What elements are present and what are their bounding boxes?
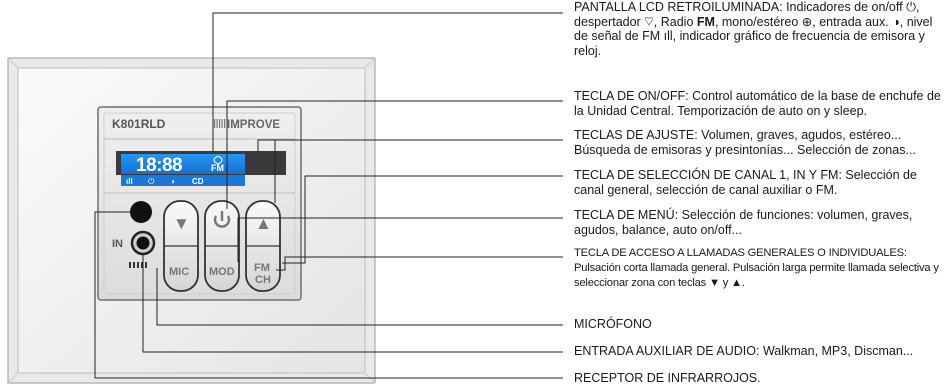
callout-ir-title: RECEPTOR DE INFRARROJOS (574, 371, 758, 385)
callout-adjust: TECLAS DE AJUSTE: Volumen, graves, agudo… (574, 128, 944, 157)
fm-button-label: FM (254, 262, 270, 274)
callout-aux-title: ENTRADA AUXILIAR DE AUDIO (574, 344, 756, 358)
ch-button-label: CH (255, 274, 271, 286)
lcd-band: FM (211, 163, 224, 173)
down-button[interactable]: ▼ MIC (163, 200, 199, 292)
up-button[interactable]: ▲ FM CH (245, 200, 281, 292)
callout-menu-text: : Selección de funciones: volumen, grave… (574, 208, 913, 237)
leader-mic (156, 268, 563, 326)
callout-call: TECLA DE ACCESO A LLAMADAS GENERALES O I… (574, 246, 944, 291)
callout-adjust-title: TECLAS DE AJUSTE (574, 128, 695, 142)
callout-lcd-text: : Indicadores de on/off ⏻, despertador ♡… (574, 0, 920, 29)
callout-aux: ENTRADA AUXILIAR DE AUDIO: Walkman, MP3,… (574, 344, 944, 359)
callout-ir-text: . (757, 371, 761, 385)
leader-lcd (212, 12, 563, 152)
callout-mic: MICRÓFONO (574, 317, 944, 332)
ir-receiver (130, 201, 152, 223)
callout-channel-title: TECLA DE SELECCIÓN DE CANAL 1, IN Y FM (574, 168, 839, 182)
callout-lcd-title: PANTALLA LCD RETROILUMINADA (574, 0, 780, 14)
brand-label: IMPROVE (227, 119, 280, 131)
mic-button-label: MIC (169, 266, 189, 278)
lcd-indicator-signal: ıll (126, 177, 133, 186)
leader-menu (237, 217, 563, 262)
callout-channel: TECLA DE SELECCIÓN DE CANAL 1, IN Y FM: … (574, 168, 944, 197)
leader-adjust (274, 139, 563, 203)
lcd-indicator-row: ıll ⏻ ◑ CD (121, 175, 245, 186)
leader-power (226, 100, 563, 209)
leader-call (276, 256, 563, 271)
callout-adjust-text: : Volumen, graves, agudos, estéreo... Bú… (574, 128, 916, 157)
callout-lcd: PANTALLA LCD RETROILUMINADA: Indicadores… (574, 0, 944, 58)
callout-lcd-bold: FM (696, 14, 715, 29)
callout-call-title: TECLA DE ACCESO A LLAMADAS GENERALES O I… (574, 247, 904, 259)
callout-aux-text: : Walkman, MP3, Discman... (756, 344, 914, 358)
callout-mic-title: MICRÓFONO (574, 317, 652, 331)
lcd-indicator-panel (121, 175, 245, 186)
callout-call-text: : Pulsación corta llamada general. Pulsa… (574, 247, 939, 289)
lcd-digits: 18:88 (136, 155, 182, 176)
callout-power-text: : Control automático de la base de enchu… (574, 89, 941, 118)
callout-menu: TECLA DE MENÚ: Selección de funciones: v… (574, 208, 944, 237)
alarm-icon (213, 156, 223, 165)
callout-ir: RECEPTOR DE INFRARROJOS. (574, 371, 944, 386)
callout-channel-text: : Selección de canal general, selección … (574, 168, 917, 197)
in-label: IN (112, 238, 123, 250)
device-illustration: K801RLD IMPROVE 18:88 FM ıll ⏻ ◑ CD (7, 57, 376, 384)
microphone-grille (129, 262, 147, 268)
power-icon (213, 211, 231, 228)
callout-lcd-text-2: , mono/estéreo ⊕, entrada aux. ◑, nivel … (574, 14, 933, 58)
lcd-indicator-power: ⏻ (148, 177, 155, 186)
power-button[interactable]: MOD (204, 200, 240, 292)
leader-aux (142, 254, 563, 353)
lcd-indicator-stereo: CD (192, 177, 204, 186)
lcd-indicator-aux: ◑ (170, 177, 175, 186)
model-label: K801RLD (112, 117, 166, 131)
callout-power: TECLA DE ON/OFF: Control automático de l… (574, 89, 944, 118)
mod-button-label: MOD (209, 266, 235, 278)
leader-adjust-b (257, 139, 275, 152)
leader-ir (94, 211, 563, 379)
brand-logo: IMPROVE (214, 119, 280, 131)
callout-menu-title: TECLA DE MENÚ (574, 208, 675, 222)
callout-power-title: TECLA DE ON/OFF (574, 89, 686, 103)
leader-channel (282, 175, 563, 264)
down-arrow-icon: ▼ (173, 214, 190, 233)
up-arrow-icon: ▲ (255, 214, 272, 233)
